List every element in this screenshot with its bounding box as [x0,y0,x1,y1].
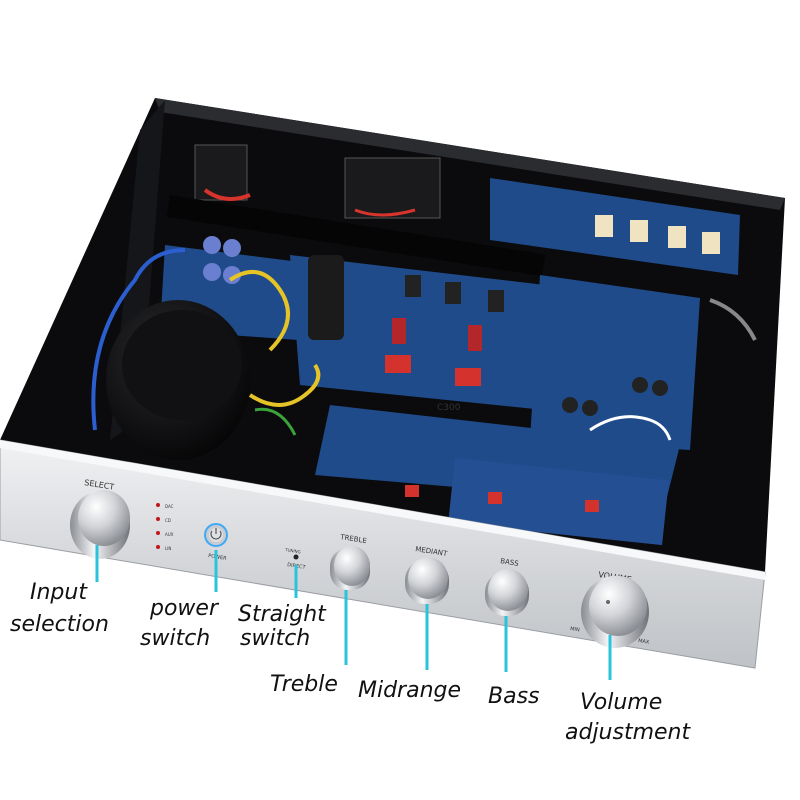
board-marking: C300 [437,403,461,413]
power-icon [210,528,222,540]
caption-line: selection [10,612,109,637]
caption-line: switch [140,626,211,651]
caption-line: switch [240,626,311,651]
power-label: POWER [208,553,228,562]
volume-knob[interactable] [581,576,649,648]
caption-line: Straight [238,602,326,627]
transformer [106,300,250,460]
components [203,215,720,512]
wiring [91,248,757,441]
power-switch-caption: power [150,594,218,624]
bass-caption: Bass [488,684,540,709]
callout-lines [95,545,612,680]
front-panel [0,439,766,669]
bass-knob[interactable] [485,569,529,616]
treble-caption: Treble [270,672,338,697]
bass-label: BASS [500,557,520,568]
rear-connectors [166,144,546,277]
caption-line: adjustment [565,720,691,745]
treble-knob[interactable] [330,546,370,590]
power-button[interactable] [204,523,228,547]
input-indicator-label: CD [165,518,171,523]
input-indicators: DAC CD AUX LIN [156,503,174,551]
caption-line: Volume [580,690,663,715]
caption-line: power [150,596,218,621]
caption-line: Input [30,580,87,605]
input-selection-caption-2: selection [10,610,109,640]
straight-switch[interactable] [293,554,299,560]
straight-switch-caption: Straight [238,600,326,630]
select-knob[interactable] [70,490,130,559]
volume-min-label: MIN [570,626,581,633]
midrange-caption: Midrange [358,678,462,703]
input-indicator-label: LIN [165,546,171,551]
volume-adjustment-caption-2: adjustment [565,718,690,748]
input-indicator-label: DAC [165,504,174,509]
volume-adjustment-caption: Volume [580,688,662,718]
midrange-knob[interactable] [405,557,449,604]
straight-switch-caption-2: switch [240,624,310,654]
power-switch-caption-2: switch [140,624,210,654]
volume-max-label: MAX [638,638,651,646]
input-indicator-label: AUX [165,532,174,537]
input-selection-caption: Input [30,578,87,608]
mode-top-label: TUNING [284,547,301,555]
